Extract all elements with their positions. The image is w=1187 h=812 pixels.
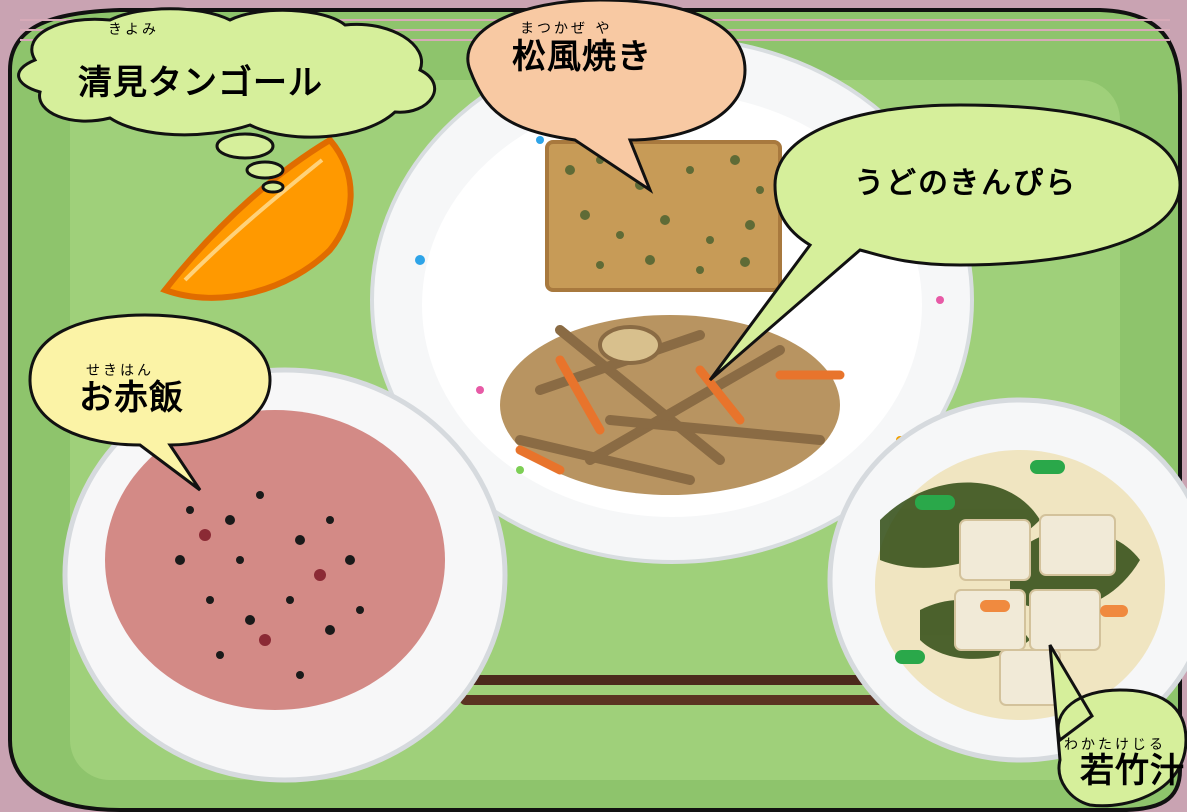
tangor-wedge bbox=[160, 136, 354, 301]
tangor-callout-bubble bbox=[17, 7, 437, 194]
kinpira-callout-bubble bbox=[708, 103, 1182, 382]
matsukaze-callout-bubble bbox=[466, 0, 747, 194]
chopsticks bbox=[460, 675, 980, 705]
soup-bowl bbox=[827, 397, 1187, 763]
wakatake-callout-bubble bbox=[1048, 644, 1187, 808]
udo-kinpira bbox=[500, 315, 845, 495]
matsukaze-yaki bbox=[545, 140, 782, 292]
sekihan-callout-bubble bbox=[28, 313, 272, 492]
